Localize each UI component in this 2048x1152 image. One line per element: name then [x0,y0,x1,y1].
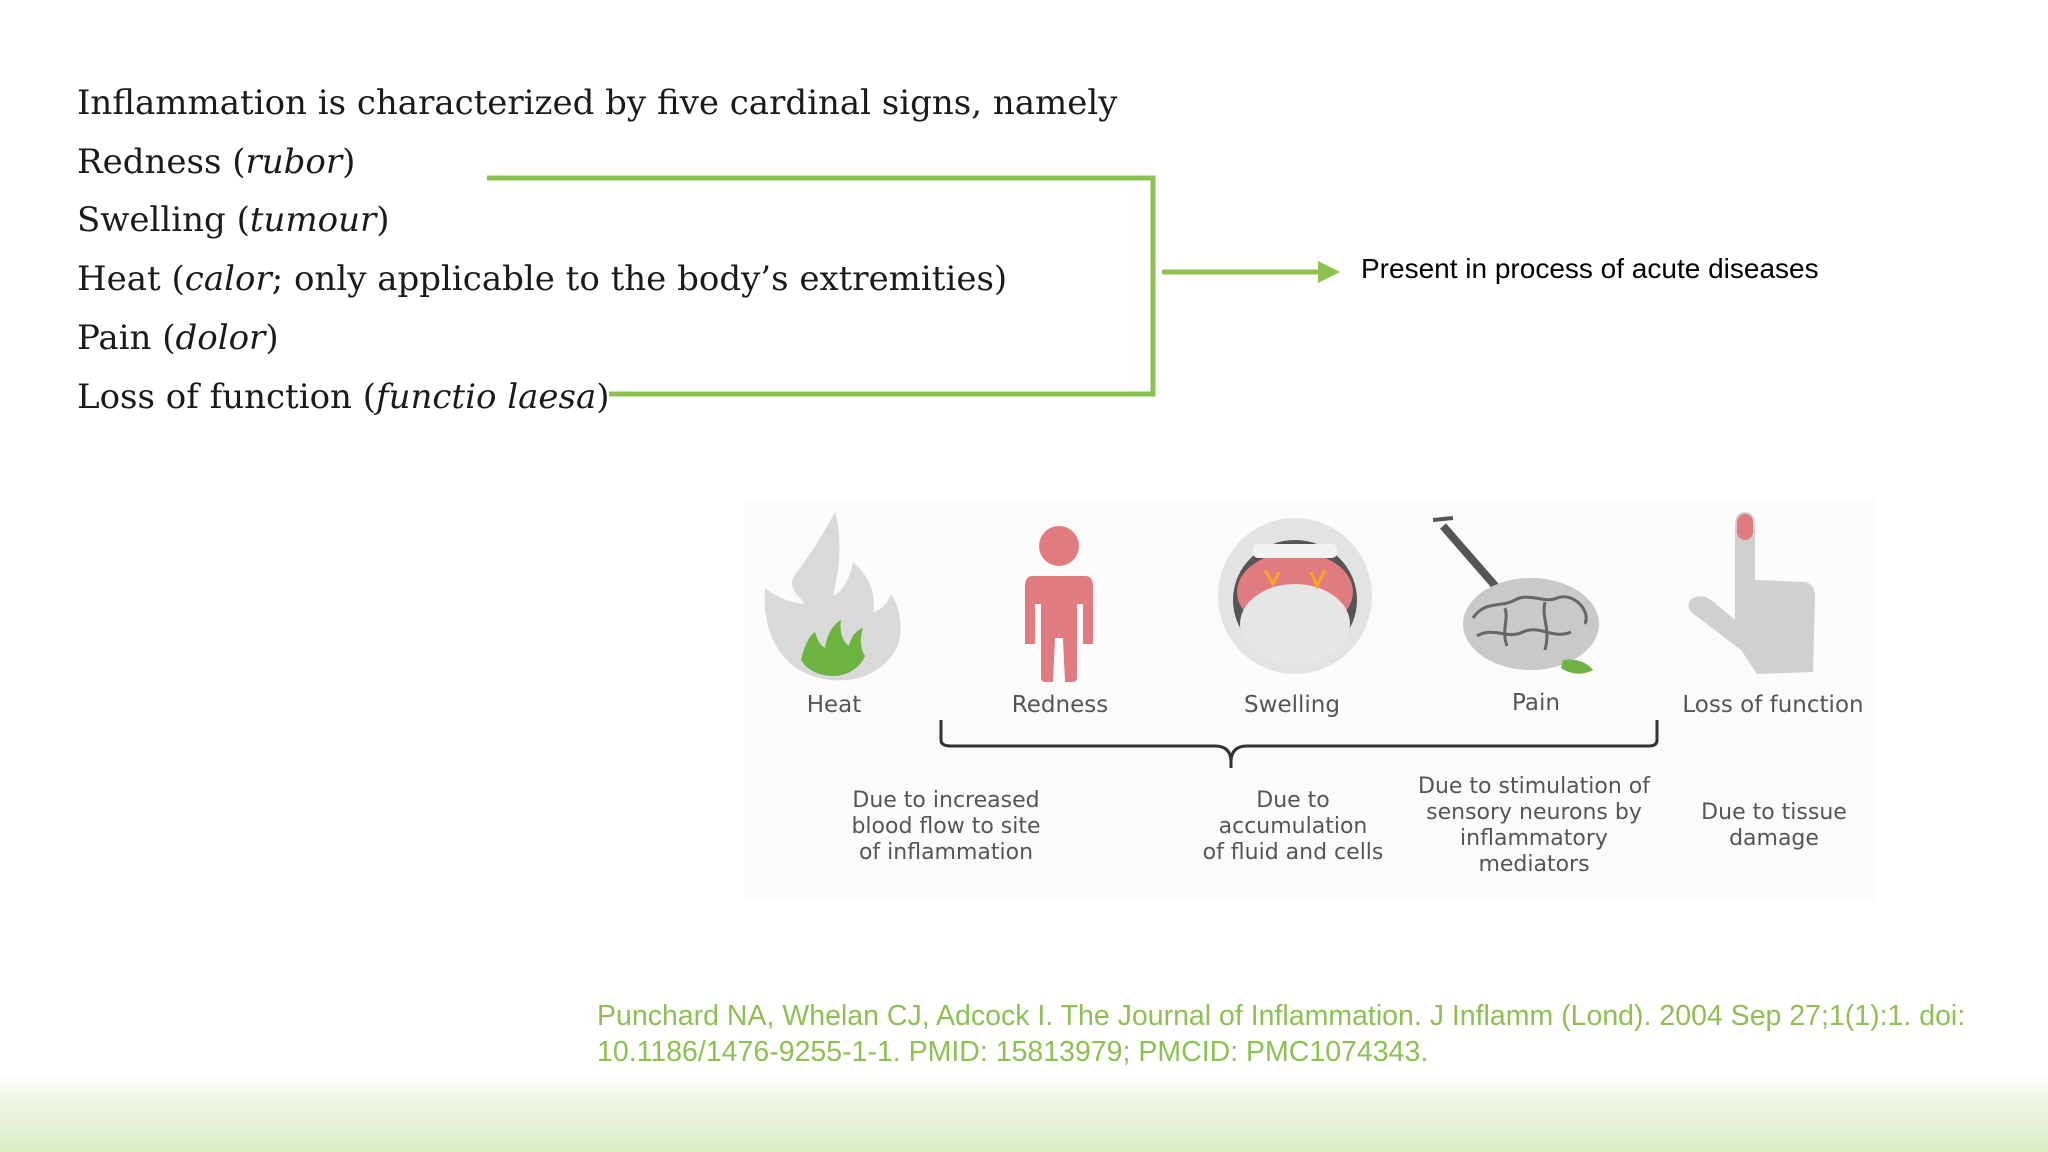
footer-band [0,1072,2048,1152]
sign-swelling: Swelling (tumour) [77,200,390,240]
citation-line-2: 10.1186/1476-9255-1-1. PMID: 15813979; P… [597,1036,1429,1068]
label-loss-of-function: Loss of function [1682,692,1864,718]
citation: Punchard NA, Whelan CJ, Adcock I. The Jo… [597,998,2037,1070]
sign-loss-of-function: Loss of function (functio laesa) [77,377,610,417]
label-redness: Redness [1011,692,1109,718]
finger-icon [1688,512,1815,674]
sign-redness: Redness (rubor) [77,142,356,182]
label-heat: Heat [806,692,862,718]
desc-swelling: Due to accumulation of fluid and cells [1202,788,1384,865]
desc-heat-redness: Due to increased blood flow to site of i… [851,788,1041,865]
brain-needle-icon [1432,516,1599,674]
callout-text: Present in process of acute diseases [1361,253,1819,284]
person-icon [1025,526,1093,682]
intro-text: Inflammation is characterized by five ca… [77,83,1118,123]
desc-pain: Due to stimulation of sensory neurons by… [1418,774,1650,877]
desc-loss-of-function: Due to tissue damage [1701,800,1847,851]
brace [939,720,1659,768]
cardinal-signs-figure: Heat Redness Swelling Pain Loss of funct… [745,500,1875,900]
sign-pain: Pain (dolor) [77,318,279,358]
label-swelling: Swelling [1244,692,1340,718]
flame-icon [764,512,901,681]
citation-line-1: Punchard NA, Whelan CJ, Adcock I. The Jo… [597,1000,1966,1032]
sign-heat: Heat (calor; only applicable to the body… [77,259,1008,299]
swollen-mouth-icon [1218,518,1372,674]
label-pain: Pain [1512,690,1560,716]
